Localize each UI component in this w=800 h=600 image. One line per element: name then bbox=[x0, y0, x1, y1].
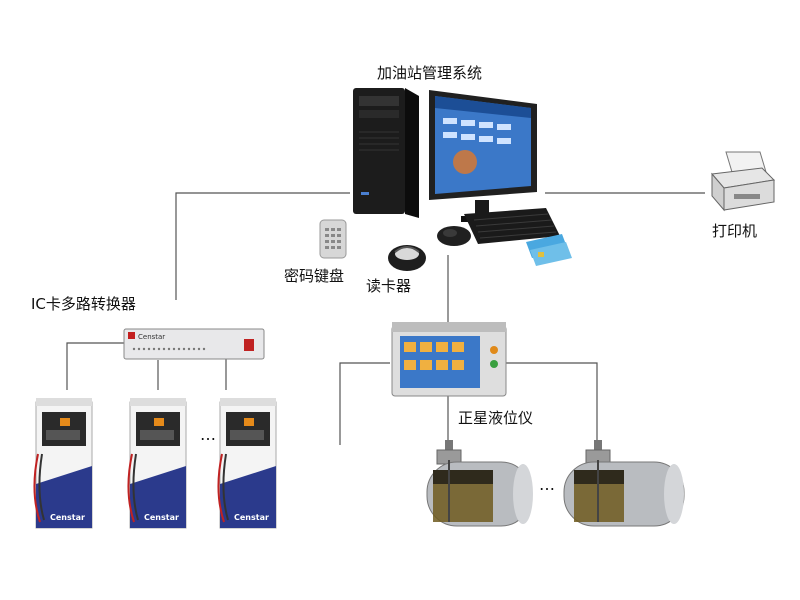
card-reader bbox=[388, 245, 426, 271]
line-gauge-left bbox=[339, 362, 390, 445]
fuel-tank-2 bbox=[563, 440, 685, 527]
fuel-tank-1 bbox=[426, 440, 533, 527]
fuel-dispenser-2: Censtar bbox=[127, 398, 187, 529]
printer bbox=[711, 151, 776, 212]
keypad-label: 密码键盘 bbox=[284, 267, 345, 285]
converter-label: IC卡多路转换器 bbox=[31, 295, 136, 313]
dispenser-brand-text-2: Censtar bbox=[144, 513, 179, 522]
tank-gauge-console bbox=[391, 322, 507, 397]
dispenser-brand-text-3: Censtar bbox=[234, 513, 269, 522]
mouse bbox=[437, 226, 471, 246]
converter-brand-text: Censtar bbox=[138, 333, 165, 341]
tank-ellipsis: … bbox=[539, 475, 555, 494]
ic-cards bbox=[526, 234, 572, 266]
printer-label: 打印机 bbox=[712, 222, 758, 240]
pin-keypad bbox=[319, 219, 347, 259]
gauge-label: 正星液位仪 bbox=[458, 409, 534, 427]
pump-ellipsis: … bbox=[200, 425, 216, 444]
fuel-dispenser-3: Censtar bbox=[217, 398, 277, 529]
keyboard bbox=[464, 208, 560, 244]
system-label: 加油站管理系统 bbox=[377, 64, 483, 82]
line-pc-to-converter bbox=[175, 192, 350, 300]
dispenser-brand-text-1: Censtar bbox=[50, 513, 85, 522]
reader-label: 读卡器 bbox=[366, 277, 412, 295]
line-to-pump-1 bbox=[66, 342, 124, 390]
line-gauge-right bbox=[505, 362, 598, 440]
pc-tower bbox=[353, 88, 419, 218]
fuel-dispenser-1: Censtar bbox=[33, 398, 93, 529]
ic-converter-device: Censtar bbox=[123, 328, 265, 360]
